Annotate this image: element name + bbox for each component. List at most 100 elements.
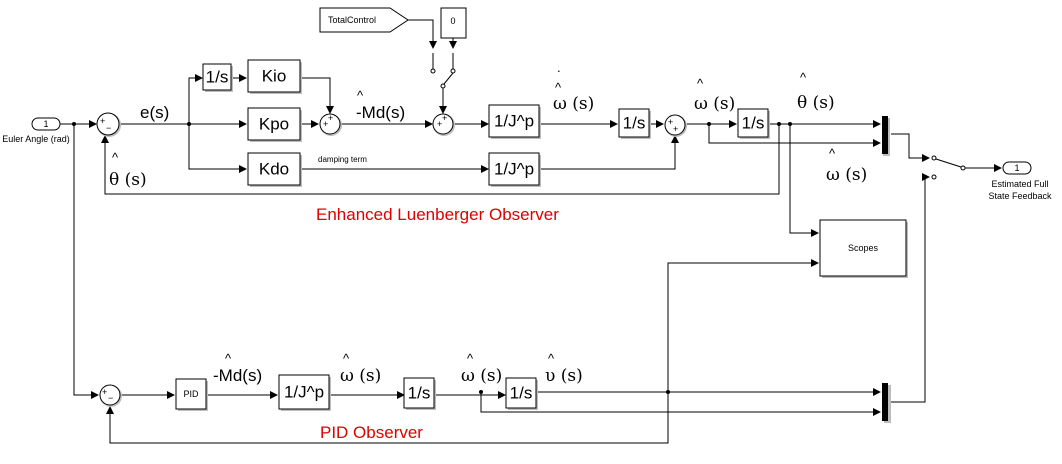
integrator-block-omega[interactable]: 1/s: [618, 108, 651, 139]
switch-contact: [931, 174, 937, 180]
outport-number: 1: [1014, 163, 1019, 173]
minus-sign: −: [106, 123, 111, 133]
wire-error-kdo: [188, 124, 247, 173]
sum-block-omega[interactable]: + +: [664, 114, 687, 137]
sum-block-error[interactable]: + −: [96, 112, 121, 137]
wire-error-int: [188, 74, 203, 124]
pid-omega-label: ω (s): [340, 366, 381, 386]
hat-symbol: ^: [343, 351, 350, 366]
theta-feedback-label: θ (s): [109, 170, 147, 190]
block-label: 1/s: [510, 384, 533, 403]
totalcontrol-goto-block[interactable]: TotalControl: [319, 7, 409, 33]
plus-sign: +: [323, 119, 328, 129]
wire-kio-sum2: [302, 77, 334, 114]
kpo-gain-block[interactable]: Kpo: [247, 107, 302, 142]
hat-symbol: ^: [548, 351, 555, 366]
block-label: 1/s: [742, 114, 765, 133]
branch-point: [72, 122, 76, 126]
inport-number: 1: [43, 119, 48, 129]
switch-contact: [931, 155, 937, 161]
md-signal-label: -Md(s): [356, 103, 405, 122]
wire-totalcontrol-switch: [408, 19, 437, 49]
pid-upsilon-label: υ (s): [545, 366, 583, 386]
wire-mux-switch: [891, 133, 930, 162]
hat-symbol: ^: [467, 351, 474, 366]
kdo-gain-block[interactable]: Kdo: [247, 152, 302, 187]
plus-sign: +: [328, 113, 333, 123]
error-signal-label: e(s): [140, 103, 169, 122]
pid-omega-label-2: ω (s): [461, 366, 502, 386]
constant-value: 0: [450, 16, 455, 26]
plus-sign: +: [442, 113, 447, 123]
theta-label: θ (s): [797, 93, 835, 113]
scopes-block[interactable]: Scopes: [819, 219, 908, 278]
switch-lever: [935, 158, 962, 168]
minus-sign: −: [108, 393, 113, 403]
scopes-label: Scopes: [848, 243, 879, 253]
wire-theta-scopes: [789, 124, 819, 237]
switch-contact: [440, 83, 446, 89]
luenberger-title: Enhanced Luenberger Observer: [316, 205, 559, 224]
mux-block-pid[interactable]: [882, 383, 891, 423]
block-label: PID: [183, 389, 199, 399]
wire-invj2-sum4: [539, 135, 679, 170]
wire-pid-omega-mux: [480, 392, 881, 416]
constant-block[interactable]: 0: [440, 7, 467, 39]
block-label: 1/J^p: [494, 160, 534, 179]
hat-symbol: ^: [555, 80, 562, 95]
block-label: Kdo: [259, 160, 289, 179]
integrator-block[interactable]: 1/s: [202, 63, 233, 92]
wire-theta-feedback: [101, 124, 780, 195]
inverse-inertia-damping-block[interactable]: 1/J^p: [488, 152, 541, 187]
switch-contact: [430, 68, 436, 74]
damping-term-label: damping term: [318, 155, 367, 164]
block-label: 1/s: [408, 384, 431, 403]
hat-symbol: ^: [357, 88, 364, 103]
pid-inverse-inertia-block[interactable]: 1/J^p: [278, 374, 331, 411]
outport-label: State Feedback: [988, 191, 1052, 201]
pid-observer-title: PID Observer: [320, 423, 423, 442]
hat-symbol: ^: [800, 70, 807, 85]
switch-lever: [443, 72, 454, 85]
pid-md-label: -Md(s): [213, 366, 262, 385]
pid-integrator-block-1[interactable]: 1/s: [403, 377, 436, 410]
outport-full-state-feedback[interactable]: 1 Estimated Full State Feedback: [988, 161, 1052, 201]
sum-block-md[interactable]: + +: [319, 113, 342, 136]
inport-euler-angle[interactable]: 1 Euler Angle (rad): [2, 117, 70, 144]
block-label: Kpo: [259, 115, 289, 134]
wires: [60, 19, 1002, 444]
integrator-block-theta[interactable]: 1/s: [737, 108, 770, 139]
plus-sign: +: [100, 116, 105, 126]
plus-sign: +: [102, 387, 107, 397]
hat-symbol: ^: [697, 76, 704, 91]
block-label: 1/s: [206, 68, 229, 87]
dot-symbol: .: [557, 60, 561, 75]
wire-pid-feedback: [106, 392, 669, 444]
wire-omega-mux: [708, 124, 881, 147]
hat-symbol: ^: [829, 146, 836, 161]
block-label: 1/s: [623, 114, 646, 133]
wire-inport-pid-sum: [73, 124, 99, 399]
goto-tag-label: TotalControl: [328, 15, 376, 25]
pid-controller-block[interactable]: PID: [175, 378, 208, 411]
switch-contact: [450, 68, 456, 74]
wire-pid-scopes: [667, 259, 819, 392]
plus-sign: +: [673, 124, 678, 134]
sum-block-control[interactable]: + +: [432, 113, 455, 136]
wire-pidmux-switch: [891, 173, 930, 403]
plus-sign: +: [437, 119, 442, 129]
pid-integrator-block-2[interactable]: 1/s: [505, 377, 538, 410]
hat-symbol: ^: [225, 351, 232, 366]
sum-block-pid[interactable]: + −: [99, 384, 122, 407]
omega-label: ω (s): [694, 94, 735, 114]
outport-label: Estimated Full: [991, 179, 1048, 189]
block-label: Kio: [262, 67, 287, 86]
inport-label: Euler Angle (rad): [2, 134, 70, 144]
kio-gain-block[interactable]: Kio: [247, 59, 302, 94]
hat-symbol: ^: [112, 150, 119, 165]
mux-block-luenberger[interactable]: [882, 116, 890, 156]
switch-contact: [960, 165, 966, 171]
inverse-inertia-block[interactable]: 1/J^p: [488, 104, 541, 139]
plus-sign: +: [668, 117, 673, 127]
